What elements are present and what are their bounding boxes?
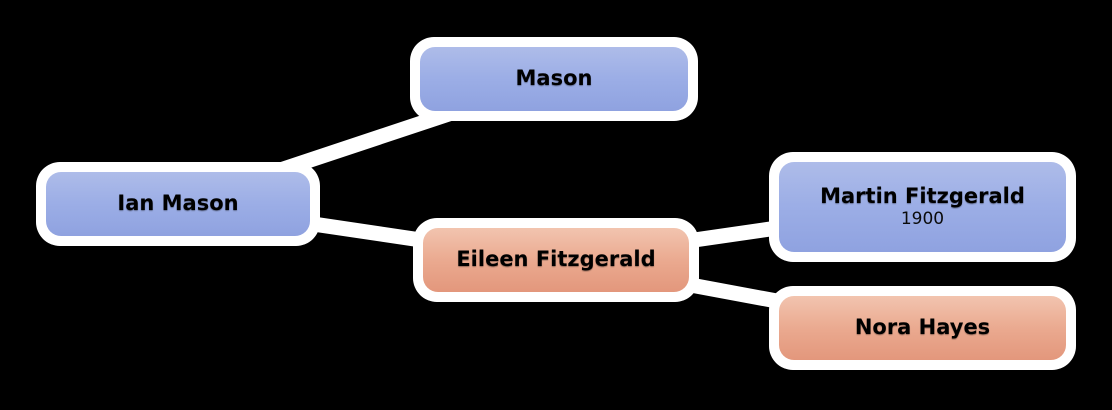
tree-node-martin-fitzgerald[interactable]: Martin Fitzgerald 1900: [769, 152, 1076, 262]
person-name: Eileen Fitzgerald: [456, 247, 656, 272]
node-fill: Ian Mason: [46, 172, 310, 236]
node-fill: Nora Hayes: [779, 296, 1066, 360]
person-name: Martin Fitzgerald: [820, 184, 1025, 209]
person-name: Ian Mason: [117, 191, 239, 216]
tree-node-mason[interactable]: Mason: [410, 37, 698, 121]
person-name: Mason: [515, 66, 593, 91]
node-fill: Mason: [420, 47, 688, 111]
birth-year: 1900: [900, 209, 945, 230]
tree-node-nora-hayes[interactable]: Nora Hayes: [769, 286, 1076, 370]
tree-node-ian-mason[interactable]: Ian Mason: [36, 162, 320, 246]
person-name: Nora Hayes: [854, 315, 991, 340]
node-fill: Eileen Fitzgerald: [423, 228, 689, 292]
node-fill: Martin Fitzgerald 1900: [779, 162, 1066, 252]
tree-node-eileen-fitzgerald[interactable]: Eileen Fitzgerald: [413, 218, 699, 302]
